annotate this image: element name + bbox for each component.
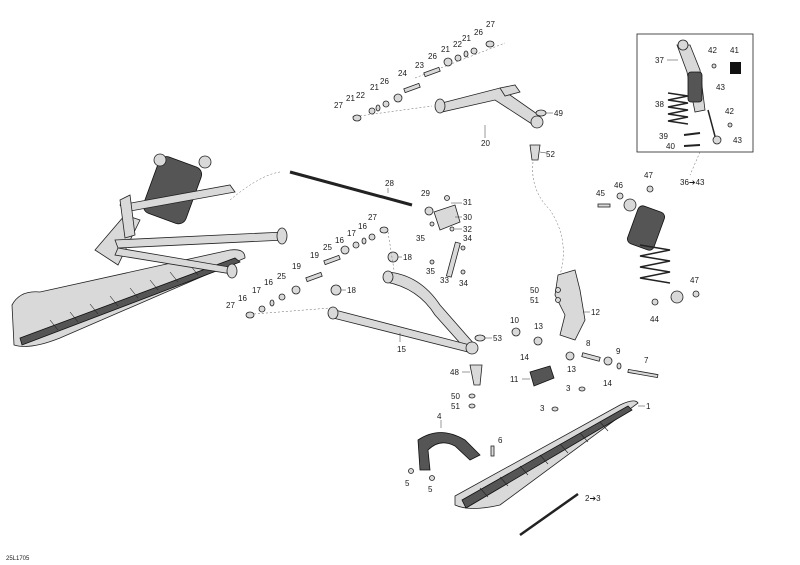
label-19-b: 19 bbox=[310, 251, 319, 260]
label-37: 37 bbox=[655, 56, 664, 65]
label-29: 29 bbox=[421, 189, 430, 198]
label-52: 52 bbox=[546, 150, 555, 159]
lower-a-arm-15 bbox=[327, 270, 479, 355]
spring-38 bbox=[667, 92, 689, 125]
label-3-b: 3 bbox=[540, 404, 545, 413]
label-38: 38 bbox=[655, 100, 664, 109]
label-39: 39 bbox=[659, 132, 668, 141]
label-50-b: 50 bbox=[530, 286, 539, 295]
label-13-a: 13 bbox=[534, 322, 543, 331]
label-31: 31 bbox=[463, 198, 472, 207]
label-25-b: 25 bbox=[323, 243, 332, 252]
label-13-b: 13 bbox=[567, 365, 576, 374]
label-17-a: 17 bbox=[252, 286, 261, 295]
label-35-a: 35 bbox=[416, 234, 425, 243]
label-5-b: 5 bbox=[428, 485, 433, 494]
label-12: 12 bbox=[591, 308, 600, 317]
label-9: 9 bbox=[616, 347, 621, 356]
spindle-12 bbox=[554, 269, 586, 341]
label-5-a: 5 bbox=[405, 479, 410, 488]
label-32: 32 bbox=[463, 225, 472, 234]
shock-detail-box bbox=[636, 33, 754, 153]
label-16-a: 16 bbox=[238, 294, 247, 303]
label-8: 8 bbox=[586, 339, 591, 348]
label-45: 45 bbox=[596, 189, 605, 198]
upper-right-hardware bbox=[423, 40, 495, 78]
label-27-d: 27 bbox=[368, 213, 377, 222]
label-22-b: 22 bbox=[453, 40, 462, 49]
label-17-b: 17 bbox=[347, 229, 356, 238]
label-27-c: 27 bbox=[226, 301, 235, 310]
label-16-b: 16 bbox=[264, 278, 273, 287]
label-50-a: 50 bbox=[451, 392, 460, 401]
ski-handle-4 bbox=[417, 432, 481, 471]
assembled-suspension-illustration bbox=[11, 153, 288, 347]
label-20: 20 bbox=[481, 139, 490, 148]
upper-a-arm-20 bbox=[434, 84, 544, 129]
label-23: 23 bbox=[415, 61, 424, 70]
lower-right-hardware bbox=[323, 226, 389, 266]
label-11: 11 bbox=[510, 375, 519, 384]
diagram-code: 25L1705 bbox=[6, 556, 30, 562]
label-35-b: 35 bbox=[426, 267, 435, 276]
label-47-b: 47 bbox=[690, 276, 699, 285]
label-24: 24 bbox=[398, 69, 407, 78]
label-46: 46 bbox=[614, 181, 623, 190]
label-18-a: 18 bbox=[403, 253, 412, 262]
label-21-d: 21 bbox=[462, 34, 471, 43]
label-21-c: 21 bbox=[441, 45, 450, 54]
label-22-a: 22 bbox=[356, 91, 365, 100]
label-21-b: 21 bbox=[370, 83, 379, 92]
label-40: 40 bbox=[666, 142, 675, 151]
label-34-a: 34 bbox=[463, 234, 472, 243]
label-42-a: 42 bbox=[708, 46, 717, 55]
sway-bar-link-group bbox=[424, 195, 466, 278]
label-27-a: 27 bbox=[334, 101, 343, 110]
label-18-b: 18 bbox=[347, 286, 356, 295]
label-43-a: 43 bbox=[716, 83, 725, 92]
label-42-b: 42 bbox=[725, 107, 734, 116]
shock-absorber-detail bbox=[676, 39, 722, 145]
label-6: 6 bbox=[498, 436, 503, 445]
label-25-a: 25 bbox=[277, 272, 286, 281]
label-21-a: 21 bbox=[346, 94, 355, 103]
label-10: 10 bbox=[510, 316, 519, 325]
label-26-c: 26 bbox=[474, 28, 483, 37]
ski-1 bbox=[454, 400, 639, 509]
label-48: 48 bbox=[450, 368, 459, 377]
label-34-b: 34 bbox=[459, 279, 468, 288]
label-2-to-3: 2➔3 bbox=[585, 494, 601, 503]
label-1: 1 bbox=[646, 402, 651, 411]
label-26-a: 26 bbox=[380, 77, 389, 86]
label-16-d: 16 bbox=[358, 222, 367, 231]
label-43-b: 43 bbox=[733, 136, 742, 145]
label-53: 53 bbox=[493, 334, 502, 343]
label-15: 15 bbox=[397, 345, 406, 354]
label-30: 30 bbox=[463, 213, 472, 222]
label-47-a: 47 bbox=[644, 171, 653, 180]
label-14-b: 14 bbox=[603, 379, 612, 388]
label-19-a: 19 bbox=[292, 262, 301, 271]
label-26-b: 26 bbox=[428, 52, 437, 61]
label-36-to-43: 36➔43 bbox=[680, 178, 705, 187]
label-3-a: 3 bbox=[566, 384, 571, 393]
label-51-b: 51 bbox=[530, 296, 539, 305]
label-28: 28 bbox=[385, 179, 394, 188]
label-33: 33 bbox=[440, 276, 449, 285]
label-49: 49 bbox=[554, 109, 563, 118]
label-7: 7 bbox=[644, 356, 649, 365]
label-41: 41 bbox=[730, 46, 739, 55]
label-27-b: 27 bbox=[486, 20, 495, 29]
upper-left-hardware bbox=[352, 82, 421, 122]
label-14-a: 14 bbox=[520, 353, 529, 362]
lower-left-hardware bbox=[245, 271, 323, 319]
label-4: 4 bbox=[437, 412, 442, 421]
label-16-c: 16 bbox=[335, 236, 344, 245]
shock-absorber-44 bbox=[623, 198, 684, 304]
label-51-a: 51 bbox=[451, 402, 460, 411]
label-44: 44 bbox=[650, 315, 659, 324]
